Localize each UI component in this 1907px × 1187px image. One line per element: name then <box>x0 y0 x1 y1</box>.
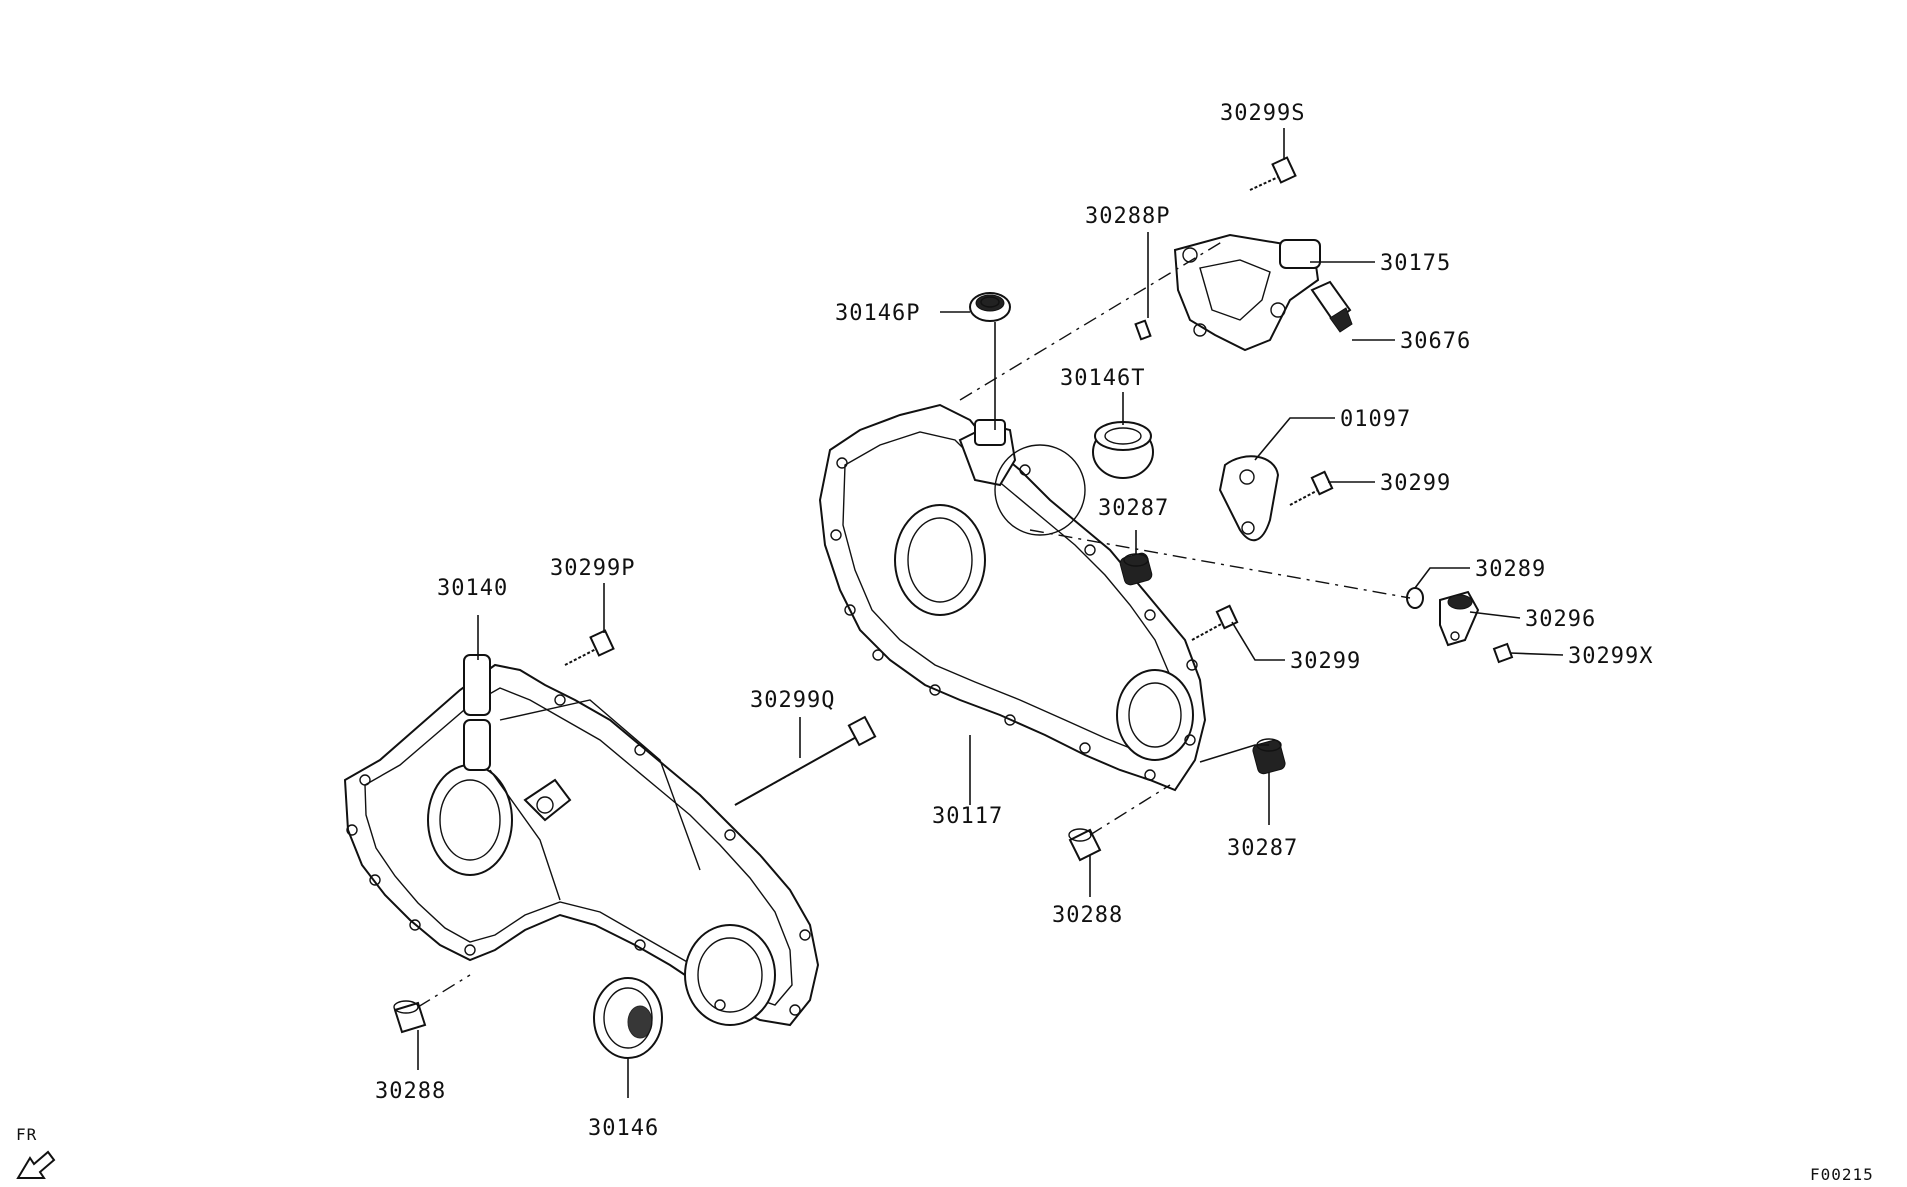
front-arrow-icon <box>16 1150 56 1179</box>
label-30287-lower: 30287 <box>1227 836 1298 861</box>
label-30175: 30175 <box>1380 251 1451 276</box>
orientation-label: FR <box>16 1125 37 1144</box>
centerline-bracket <box>959 239 1226 401</box>
label-30288P: 30288P <box>1085 204 1170 229</box>
label-30287-upper: 30287 <box>1098 496 1169 521</box>
label-30146: 30146 <box>588 1116 659 1141</box>
label-30117: 30117 <box>932 804 1003 829</box>
seal-30146T[interactable] <box>1092 421 1154 479</box>
seal-30146[interactable] <box>593 977 663 1059</box>
label-30299P: 30299P <box>550 556 635 581</box>
dowel-30288-left[interactable] <box>393 1000 427 1034</box>
cover-30296[interactable] <box>1439 590 1480 647</box>
gasket-01097[interactable] <box>1218 455 1280 542</box>
bolt-30299-lower[interactable] <box>1191 604 1239 641</box>
bolt-30299S[interactable] <box>1249 156 1297 191</box>
front-case-housing[interactable] <box>343 654 820 1027</box>
label-30289: 30289 <box>1475 557 1546 582</box>
label-30299Q: 30299Q <box>750 688 835 713</box>
rear-case-housing[interactable] <box>818 403 1207 792</box>
plug-30287-lower[interactable] <box>1252 738 1287 775</box>
centerline-side <box>1029 529 1411 599</box>
seal-30146P[interactable] <box>969 292 1011 322</box>
label-30146T: 30146T <box>1060 366 1145 391</box>
sensor-30676[interactable] <box>1310 280 1353 333</box>
label-30299-upper: 30299 <box>1380 471 1451 496</box>
centerline-dowel-left <box>417 974 471 1008</box>
label-30140: 30140 <box>437 576 508 601</box>
orientation-marker: FR <box>16 1125 56 1179</box>
bracket-30175[interactable] <box>1173 233 1321 352</box>
pin-30288P[interactable] <box>1134 319 1152 341</box>
label-30296: 30296 <box>1525 607 1596 632</box>
label-30288-middle: 30288 <box>1052 903 1123 928</box>
bolt-30299Q[interactable] <box>734 715 877 806</box>
label-01097: 01097 <box>1340 407 1411 432</box>
centerline-dowel-middle <box>1089 784 1171 836</box>
bolt-30299-upper[interactable] <box>1289 470 1334 506</box>
bolt-30299X[interactable] <box>1492 642 1514 664</box>
label-30676: 30676 <box>1400 329 1471 354</box>
figure-code: F00215 <box>1810 1165 1874 1184</box>
label-30146P: 30146P <box>835 301 920 326</box>
dowel-30288-middle[interactable] <box>1068 828 1102 862</box>
label-30299X: 30299X <box>1568 644 1653 669</box>
bolt-30299P[interactable] <box>564 629 615 666</box>
plug-30287-upper[interactable] <box>1119 552 1153 586</box>
label-30299S: 30299S <box>1220 101 1305 126</box>
label-30288-left: 30288 <box>375 1079 446 1104</box>
label-30299-lower: 30299 <box>1290 649 1361 674</box>
